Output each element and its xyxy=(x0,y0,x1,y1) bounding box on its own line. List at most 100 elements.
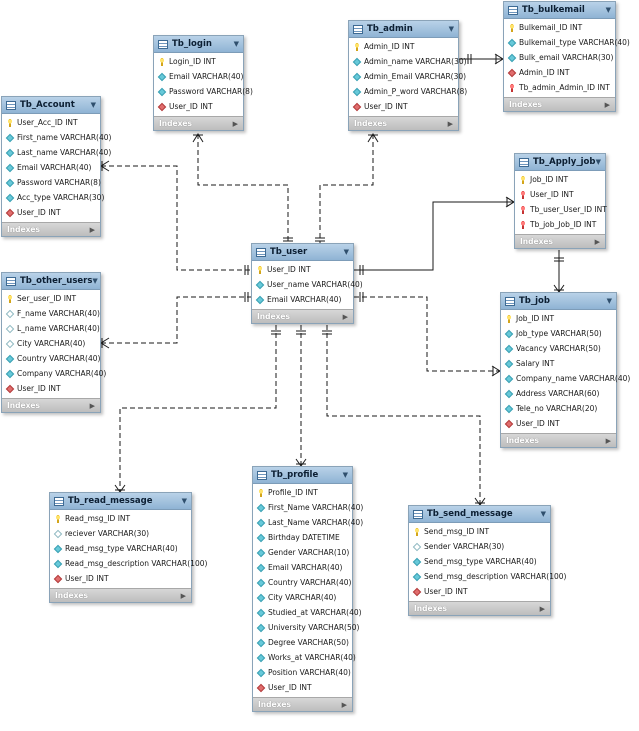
column-row[interactable]: User_Acc_ID INT xyxy=(2,115,100,130)
chevron-right-icon[interactable]: ▶ xyxy=(342,312,348,321)
chevron-down-icon[interactable]: ▼ xyxy=(92,277,98,285)
column-row[interactable]: User_ID INT xyxy=(349,99,458,114)
column-row[interactable]: City VARCHAR(40) xyxy=(2,336,100,351)
column-row[interactable]: University VARCHAR(50) xyxy=(253,620,359,635)
column-row[interactable]: Admin_name VARCHAR(30) xyxy=(349,54,467,69)
table-header[interactable]: Tb_send_message ▼ xyxy=(409,506,550,523)
column-row[interactable]: Works_at VARCHAR(40) xyxy=(253,650,356,665)
column-row[interactable]: Admin_ID INT xyxy=(349,39,458,54)
chevron-right-icon[interactable]: ▶ xyxy=(605,436,611,445)
chevron-down-icon[interactable]: ▼ xyxy=(90,101,96,109)
column-row[interactable]: Read_msg_description VARCHAR(100) xyxy=(50,556,207,571)
column-row[interactable]: First_name VARCHAR(40) xyxy=(2,130,111,145)
column-row[interactable]: Last_name VARCHAR(40) xyxy=(2,145,111,160)
table-header[interactable]: Tb_admin ▼ xyxy=(349,21,458,38)
indexes-section[interactable]: Indexes ▶ xyxy=(253,697,352,711)
column-row[interactable]: Bulkemail_ID INT xyxy=(504,20,615,35)
column-row[interactable]: Admin_Email VARCHAR(30) xyxy=(349,69,466,84)
table-tb-job[interactable]: Tb_job ▼ Job_ID INT Job_type VARCHAR(50)… xyxy=(500,292,630,448)
column-row[interactable]: User_name VARCHAR(40) xyxy=(252,277,363,292)
column-row[interactable]: Company VARCHAR(40) xyxy=(2,366,106,381)
table-header[interactable]: Tb_job ▼ xyxy=(501,293,616,310)
indexes-section[interactable]: Indexes ▶ xyxy=(2,222,100,236)
table-header[interactable]: Tb_bulkemail ▼ xyxy=(504,2,615,19)
column-row[interactable]: Studied_at VARCHAR(40) xyxy=(253,605,362,620)
column-row[interactable]: Position VARCHAR(40) xyxy=(253,665,352,680)
column-row[interactable]: Job_ID INT xyxy=(515,172,605,187)
table-tb-profile[interactable]: Tb_profile ▼ Profile_ID INT First_Name V… xyxy=(252,466,363,712)
column-row[interactable]: Send_msg_description VARCHAR(100) xyxy=(409,569,566,584)
indexes-section[interactable]: Indexes ▶ xyxy=(504,97,615,111)
column-row[interactable]: Admin_P_word VARCHAR(8) xyxy=(349,84,467,99)
column-row[interactable]: Gender VARCHAR(10) xyxy=(253,545,352,560)
column-row[interactable]: First_Name VARCHAR(40) xyxy=(253,500,363,515)
table-header[interactable]: Tb_user ▼ xyxy=(252,244,353,261)
column-row[interactable]: User_ID INT xyxy=(253,680,352,695)
column-row[interactable]: Send_msg_type VARCHAR(40) xyxy=(409,554,550,569)
column-row[interactable]: Email VARCHAR(40) xyxy=(253,560,352,575)
column-row[interactable]: Login_ID INT xyxy=(154,54,243,69)
column-row[interactable]: Last_Name VARCHAR(40) xyxy=(253,515,363,530)
chevron-right-icon[interactable]: ▶ xyxy=(89,401,95,410)
column-row[interactable]: Read_msg_type VARCHAR(40) xyxy=(50,541,191,556)
column-row[interactable]: Job_type VARCHAR(50) xyxy=(501,326,616,341)
column-row[interactable]: Tele_no VARCHAR(20) xyxy=(501,401,616,416)
column-row[interactable]: Salary INT xyxy=(501,356,616,371)
chevron-right-icon[interactable]: ▶ xyxy=(594,237,600,246)
column-row[interactable]: Acc_type VARCHAR(30) xyxy=(2,190,104,205)
table-header[interactable]: Tb_read_message ▼ xyxy=(50,493,191,510)
table-header[interactable]: Tb_login ▼ xyxy=(154,36,243,53)
chevron-down-icon[interactable]: ▼ xyxy=(606,297,612,305)
table-tb-read-message[interactable]: Tb_read_message ▼ Read_msg_ID INT reciev… xyxy=(49,492,207,603)
column-row[interactable]: Bulk_email VARCHAR(30) xyxy=(504,50,615,65)
column-row[interactable]: Password VARCHAR(8) xyxy=(2,175,101,190)
chevron-down-icon[interactable]: ▼ xyxy=(233,40,239,48)
chevron-down-icon[interactable]: ▼ xyxy=(181,497,187,505)
chevron-down-icon[interactable]: ▼ xyxy=(605,6,611,14)
column-row[interactable]: L_name VARCHAR(40) xyxy=(2,321,100,336)
column-row[interactable]: Company_name VARCHAR(40) xyxy=(501,371,630,386)
table-header[interactable]: Tb_other_users ▼ xyxy=(2,273,100,290)
column-row[interactable]: User_ID INT xyxy=(2,381,100,396)
column-row[interactable]: Degree VARCHAR(50) xyxy=(253,635,352,650)
chevron-right-icon[interactable]: ▶ xyxy=(604,100,610,109)
chevron-right-icon[interactable]: ▶ xyxy=(180,591,186,600)
table-tb-admin[interactable]: Tb_admin ▼ Admin_ID INT Admin_name VARCH… xyxy=(348,20,467,131)
indexes-section[interactable]: Indexes ▶ xyxy=(349,116,458,130)
column-row[interactable]: User_ID INT xyxy=(252,262,353,277)
column-row[interactable]: Sender VARCHAR(30) xyxy=(409,539,550,554)
table-header[interactable]: Tb_Account ▼ xyxy=(2,97,100,114)
column-row[interactable]: Read_msg_ID INT xyxy=(50,511,191,526)
column-row[interactable]: Vacancy VARCHAR(50) xyxy=(501,341,616,356)
column-row[interactable]: User_ID INT xyxy=(154,99,243,114)
indexes-section[interactable]: Indexes ▶ xyxy=(501,433,616,447)
column-row[interactable]: User_ID INT xyxy=(501,416,616,431)
column-row[interactable]: Country VARCHAR(40) xyxy=(253,575,352,590)
column-row[interactable]: Password VARCHAR(8) xyxy=(154,84,253,99)
column-row[interactable]: Admin_ID INT xyxy=(504,65,615,80)
chevron-down-icon[interactable]: ▼ xyxy=(540,510,546,518)
table-tb-account[interactable]: Tb_Account ▼ User_Acc_ID INT First_name … xyxy=(1,96,111,237)
chevron-down-icon[interactable]: ▼ xyxy=(448,25,454,33)
column-row[interactable]: Job_ID INT xyxy=(501,311,616,326)
indexes-section[interactable]: Indexes ▶ xyxy=(154,116,243,130)
table-tb-send-message[interactable]: Tb_send_message ▼ Send_msg_ID INT Sender… xyxy=(408,505,566,616)
table-tb-bulkemail[interactable]: Tb_bulkemail ▼ Bulkemail_ID INT Bulkemai… xyxy=(503,1,630,112)
table-tb-user[interactable]: Tb_user ▼ User_ID INT User_name VARCHAR(… xyxy=(251,243,363,324)
column-row[interactable]: User_ID INT xyxy=(515,187,605,202)
chevron-down-icon[interactable]: ▼ xyxy=(342,471,348,479)
column-row[interactable]: Ser_user_ID INT xyxy=(2,291,100,306)
column-row[interactable]: Tb_job_Job_ID INT xyxy=(515,217,605,232)
column-row[interactable]: Profile_ID INT xyxy=(253,485,352,500)
chevron-down-icon[interactable]: ▼ xyxy=(343,248,349,256)
table-tb-other-users[interactable]: Tb_other_users ▼ Ser_user_ID INT F_name … xyxy=(1,272,106,413)
chevron-right-icon[interactable]: ▶ xyxy=(232,119,238,128)
indexes-section[interactable]: Indexes ▶ xyxy=(252,309,353,323)
column-row[interactable]: Email VARCHAR(40) xyxy=(154,69,243,84)
column-row[interactable]: F_name VARCHAR(40) xyxy=(2,306,100,321)
table-tb-login[interactable]: Tb_login ▼ Login_ID INT Email VARCHAR(40… xyxy=(153,35,253,131)
column-row[interactable]: City VARCHAR(40) xyxy=(253,590,352,605)
column-row[interactable]: User_ID INT xyxy=(2,205,100,220)
column-row[interactable]: reciever VARCHAR(30) xyxy=(50,526,191,541)
chevron-right-icon[interactable]: ▶ xyxy=(341,700,347,709)
